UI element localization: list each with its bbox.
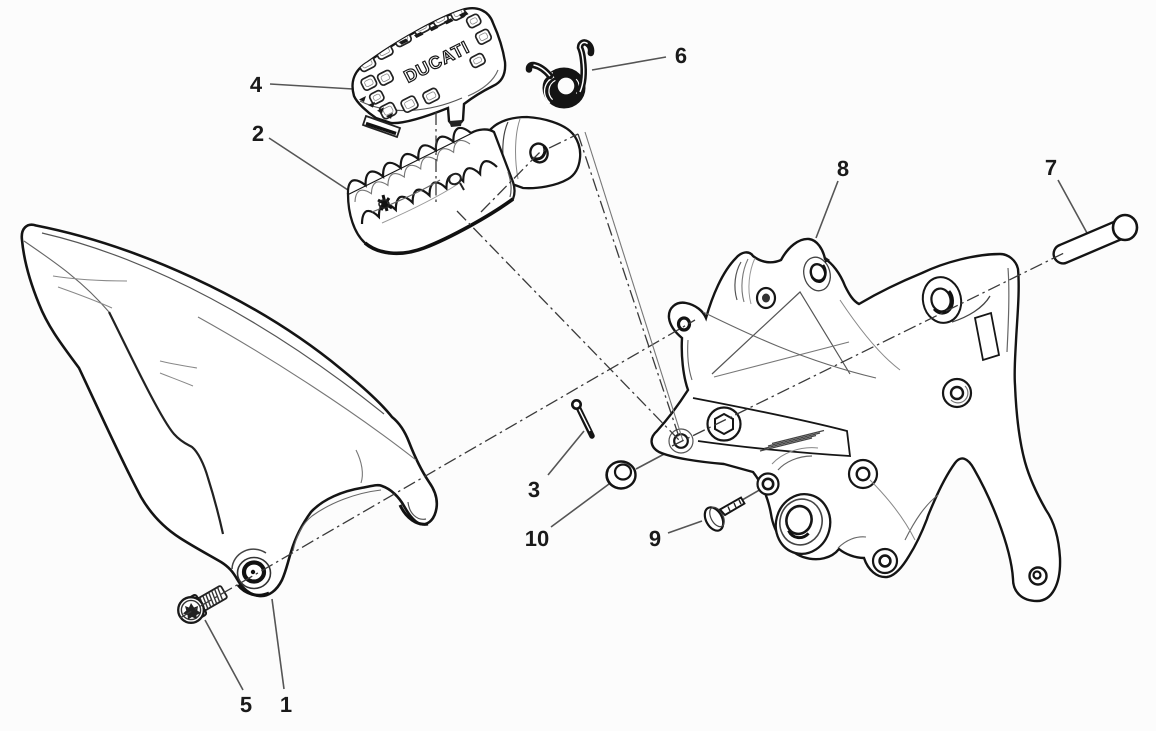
svg-text:5: 5 — [240, 692, 252, 717]
svg-text:4: 4 — [250, 72, 263, 97]
svg-text:2: 2 — [252, 121, 264, 146]
svg-text:6: 6 — [675, 43, 687, 68]
svg-text:9: 9 — [649, 526, 661, 551]
svg-text:7: 7 — [1045, 155, 1057, 180]
svg-text:8: 8 — [837, 156, 849, 181]
svg-text:3: 3 — [528, 477, 540, 502]
svg-text:10: 10 — [525, 526, 549, 551]
svg-text:1: 1 — [280, 692, 292, 717]
